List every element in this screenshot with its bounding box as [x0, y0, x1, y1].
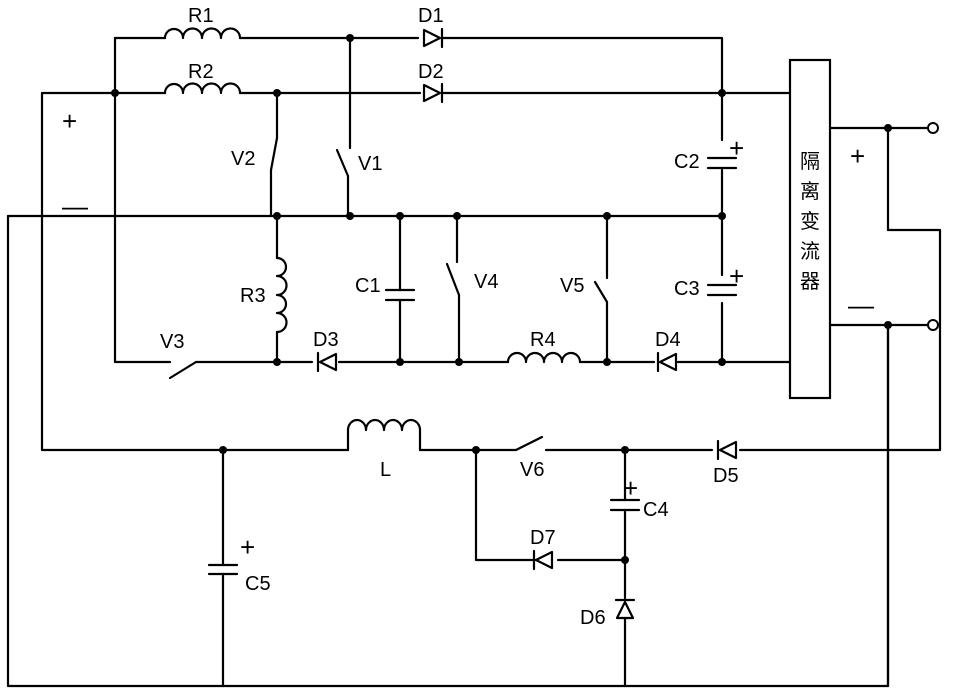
d6-diode	[616, 600, 634, 618]
d1-diode	[424, 29, 442, 47]
label-c1: C1	[355, 275, 381, 297]
output-minus-terminal[interactable]	[928, 320, 938, 330]
d3-diode	[318, 353, 336, 371]
r1-coil	[165, 29, 240, 39]
d5-diode	[718, 441, 736, 459]
r3-coil	[277, 258, 287, 332]
c5-plus-sign: +	[240, 532, 255, 562]
output-plus-terminal[interactable]	[928, 123, 938, 133]
label-r2: R2	[188, 61, 214, 83]
c1-capacitor	[386, 290, 414, 300]
label-v5: V5	[560, 275, 584, 297]
v3-switch	[170, 362, 196, 378]
label-d7: D7	[530, 527, 556, 549]
label-d2: D2	[418, 61, 444, 83]
c2-plus-sign: +	[729, 133, 744, 163]
v5-switch	[595, 282, 607, 302]
converter-char-3: 变	[800, 209, 820, 233]
label-c4: C4	[643, 499, 669, 521]
v2-switch	[271, 138, 277, 170]
converter-char-5: 器	[800, 269, 820, 293]
d2-diode	[424, 84, 442, 102]
label-r3: R3	[240, 285, 266, 307]
r2-coil	[165, 84, 240, 94]
output-plus-sign: +	[850, 141, 865, 171]
c4-plus-sign: +	[623, 473, 638, 503]
label-v4: V4	[474, 271, 498, 293]
input-plus-sign: +	[62, 106, 77, 136]
v4-switch	[447, 264, 459, 295]
l-coil	[348, 420, 420, 450]
output-minus-sign: —	[848, 290, 874, 320]
d4-diode	[658, 353, 676, 371]
label-c2: C2	[674, 151, 700, 173]
label-d6: D6	[580, 607, 606, 629]
label-r4: R4	[530, 329, 556, 351]
c3-plus-sign: +	[729, 261, 744, 291]
label-c3: C3	[674, 278, 700, 300]
r4-coil	[508, 353, 580, 362]
v1-switch	[337, 150, 348, 176]
label-d1: D1	[418, 5, 444, 27]
junctions	[111, 34, 892, 564]
label-v6: V6	[520, 459, 544, 481]
label-c5: C5	[245, 573, 271, 595]
label-v1: V1	[358, 153, 382, 175]
converter-char-2: 离	[800, 179, 820, 203]
converter-char-4: 流	[800, 239, 820, 263]
label-l: L	[380, 459, 391, 481]
label-d3: D3	[313, 329, 339, 351]
v6-switch	[516, 437, 542, 450]
label-d5: D5	[713, 465, 739, 487]
d7-diode	[534, 551, 552, 569]
input-minus-sign: —	[62, 191, 88, 221]
converter-char-1: 隔	[800, 149, 820, 173]
label-d4: D4	[655, 329, 681, 351]
label-r1: R1	[188, 5, 214, 27]
label-v3: V3	[160, 331, 184, 353]
c5-capacitor	[209, 565, 237, 574]
label-v2: V2	[231, 148, 255, 170]
